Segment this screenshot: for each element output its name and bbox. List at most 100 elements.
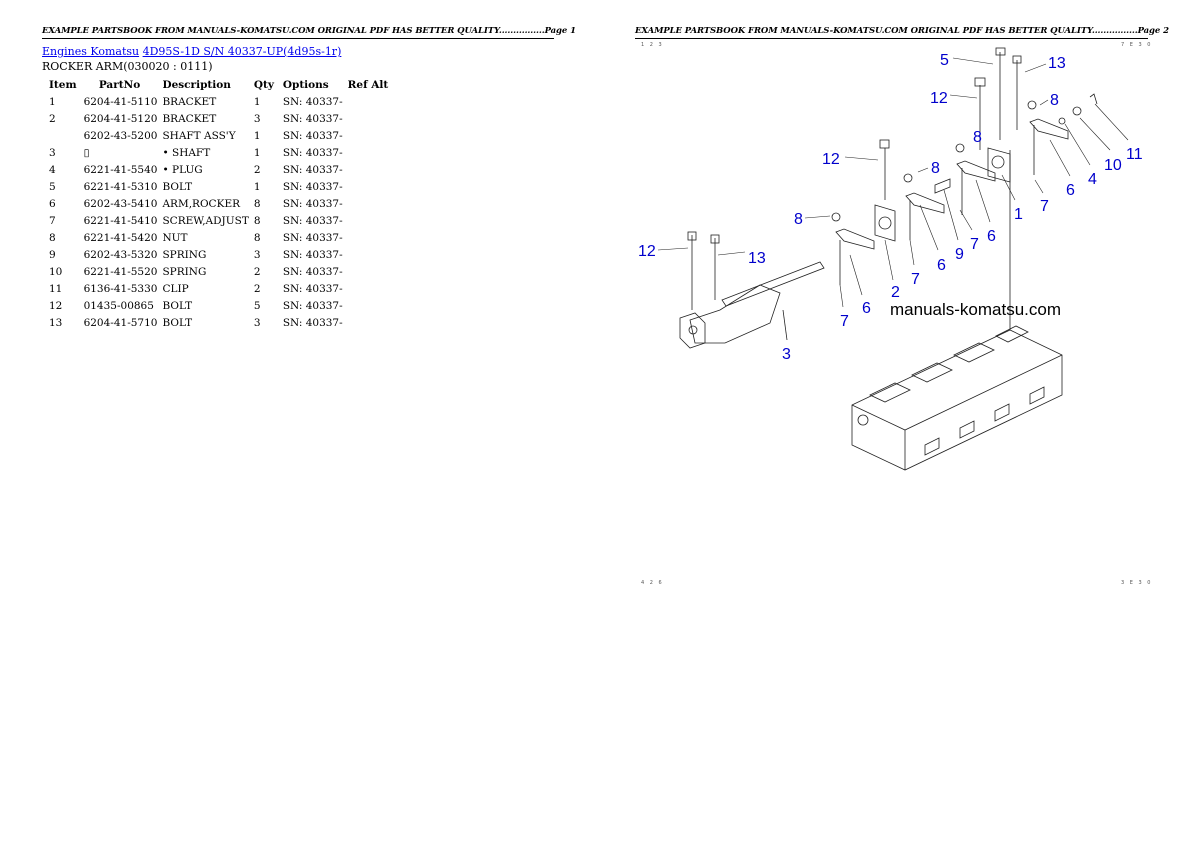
item-cell: 1 <box>49 95 56 108</box>
column-header-item: Item <box>49 78 77 91</box>
description-cell: SPRING <box>162 265 207 278</box>
partno-cell: 6221-41-5420 <box>83 231 158 244</box>
page-header: EXAMPLE PARTSBOOK FROM MANUALS-KOMATSU.C… <box>42 26 576 36</box>
callout-number: 6 <box>987 228 996 245</box>
breadcrumb-link-model[interactable]: 4D95S-1D S/N 40337-UP(4d95s-1r) <box>142 45 342 58</box>
item-cell: 9 <box>49 248 56 261</box>
callout-number: 7 <box>840 313 849 330</box>
partno-cell: 6204-41-5110 <box>83 95 158 108</box>
options-cell: SN: 40337- <box>282 180 343 193</box>
header-divider <box>635 38 1148 39</box>
description-cell: • SHAFT <box>162 146 211 159</box>
item-cell: 5 <box>49 180 56 193</box>
leader-lines <box>657 57 1129 308</box>
corner-mark-top-left: 1 2 3 <box>641 42 664 48</box>
partno-cell: 6202-43-5200 <box>83 129 158 142</box>
item-cell: 6 <box>49 197 56 210</box>
callout-number: 8 <box>1050 92 1059 109</box>
description-cell: BRACKET <box>162 95 217 108</box>
callout-number: 10 <box>1104 157 1122 174</box>
table-row: 13 6204-41-5710 BOLT 3 SN: 40337- <box>46 314 392 331</box>
callout-number: 13 <box>748 250 766 267</box>
column-header-options: Options <box>282 78 329 91</box>
parts-table: Item PartNo Description Qty Options Ref … <box>46 76 392 331</box>
options-cell: SN: 40337- <box>282 214 343 227</box>
item-cell: 13 <box>49 316 63 329</box>
item-cell: 3 <box>49 146 56 159</box>
breadcrumb-link-engines-komatsu[interactable]: Engines Komatsu <box>42 45 140 58</box>
column-header-partno: PartNo <box>98 78 141 91</box>
callout-number: 3 <box>782 346 791 363</box>
qty-cell: 8 <box>253 231 261 244</box>
options-cell: SN: 40337- <box>282 248 343 261</box>
qty-cell: 1 <box>253 95 261 108</box>
callout-number: 7 <box>1040 198 1049 215</box>
table-header-row: Item PartNo Description Qty Options Ref … <box>46 76 392 93</box>
partno-cell: 01435-00865 <box>83 299 154 312</box>
corner-mark-top-right: 7 E 3 0 <box>1121 42 1153 48</box>
column-header-qty: Qty <box>253 78 274 91</box>
options-cell: SN: 40337- <box>282 316 343 329</box>
column-header-refalt: Ref Alt <box>347 78 389 91</box>
callout-number: 13 <box>1048 55 1066 72</box>
partno-cell: 6202-43-5320 <box>83 248 158 261</box>
corner-mark-bottom-right: 3 E 3 0 <box>1121 580 1153 586</box>
options-cell: SN: 40337- <box>282 265 343 278</box>
qty-cell: 1 <box>253 129 261 142</box>
options-cell: SN: 40337- <box>282 299 343 312</box>
callout-number: 6 <box>862 300 871 317</box>
qty-cell: 2 <box>253 282 261 295</box>
item-cell: 11 <box>49 282 63 295</box>
description-cell: BOLT <box>162 316 193 329</box>
options-cell: SN: 40337- <box>282 112 343 125</box>
partno-cell: 6204-41-5710 <box>83 316 158 329</box>
callout-number: 5 <box>940 52 949 69</box>
page-header: EXAMPLE PARTSBOOK FROM MANUALS-KOMATSU.C… <box>635 26 1169 36</box>
section-title: ROCKER ARM(030020 : 0111) <box>42 60 213 73</box>
callout-number: 12 <box>638 243 656 260</box>
qty-cell: 3 <box>253 316 261 329</box>
callout-number: 9 <box>955 246 964 263</box>
callout-number: 6 <box>1066 182 1075 199</box>
partno-cell: ▯ <box>83 146 90 159</box>
qty-cell: 2 <box>253 265 261 278</box>
diagram-page: EXAMPLE PARTSBOOK FROM MANUALS-KOMATSU.C… <box>595 0 1190 842</box>
callout-number: 4 <box>1088 171 1097 188</box>
description-cell: SPRING <box>162 248 207 261</box>
callout-number: 7 <box>970 236 979 253</box>
qty-cell: 3 <box>253 112 261 125</box>
item-cell: 4 <box>49 163 56 176</box>
callout-number: 8 <box>931 160 940 177</box>
options-cell: SN: 40337- <box>282 197 343 210</box>
rocker-arm-drawings <box>831 47 1098 285</box>
description-cell: CLIP <box>162 282 189 295</box>
options-cell: SN: 40337- <box>282 129 343 142</box>
table-row: 11 6136-41-5330 CLIP 2 SN: 40337- <box>46 280 392 297</box>
partno-cell: 6221-41-5310 <box>83 180 158 193</box>
qty-cell: 8 <box>253 197 261 210</box>
qty-cell: 2 <box>253 163 261 176</box>
options-cell: SN: 40337- <box>282 282 343 295</box>
callout-number: 2 <box>891 284 900 301</box>
callout-number: 1 <box>1014 206 1023 223</box>
partno-cell: 6136-41-5330 <box>83 282 158 295</box>
parts-list-page: EXAMPLE PARTSBOOK FROM MANUALS-KOMATSU.C… <box>42 26 576 331</box>
partno-cell: 6221-41-5540 <box>83 163 158 176</box>
description-cell: BOLT <box>162 299 193 312</box>
partno-cell: 6221-41-5410 <box>83 214 158 227</box>
options-cell: SN: 40337- <box>282 163 343 176</box>
callout-number: 8 <box>794 211 803 228</box>
cylinder-head-drawing <box>851 325 1063 471</box>
description-cell: SCREW,ADJUST <box>162 214 249 227</box>
partno-cell: 6204-41-5120 <box>83 112 158 125</box>
